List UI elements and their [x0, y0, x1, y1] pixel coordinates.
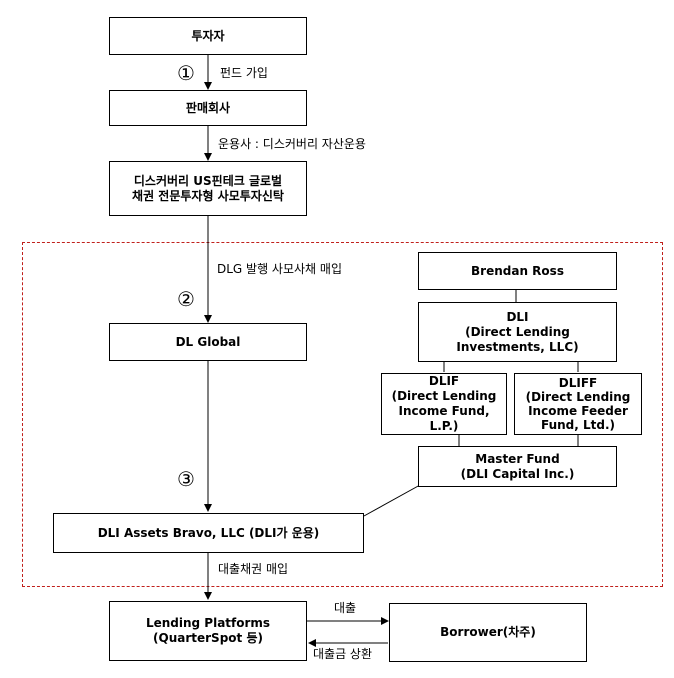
step-two-marker: ②: [177, 287, 195, 311]
dli-label: DLI (Direct Lending Investments, LLC): [456, 309, 579, 354]
assets-bravo-box: DLI Assets Bravo, LLC (DLI가 운용): [53, 513, 364, 553]
dli-box: DLI (Direct Lending Investments, LLC): [418, 302, 617, 362]
lending-platforms-label: Lending Platforms (QuarterSpot 등): [145, 616, 271, 645]
dliff-box: DLIFF (Direct Lending Income Feeder Fund…: [514, 373, 642, 435]
investor-label: 투자자: [191, 28, 225, 43]
lending-platforms-box: Lending Platforms (QuarterSpot 등): [109, 601, 307, 661]
dlg-purchase-label: DLG 발행 사모사채 매입: [217, 262, 342, 276]
manager-label: 운용사 : 디스커버리 자산운용: [218, 137, 366, 151]
step-three-marker: ③: [177, 467, 195, 491]
master-fund-label: Master Fund (DLI Capital Inc.): [460, 451, 575, 481]
master-fund-box: Master Fund (DLI Capital Inc.): [418, 446, 617, 487]
brendan-ross-box: Brendan Ross: [418, 252, 617, 290]
loan-purchase-label: 대출채권 매입: [218, 562, 289, 576]
dliff-label: DLIFF (Direct Lending Income Feeder Fund…: [525, 376, 631, 432]
dli-group-region: [22, 242, 663, 587]
trust-box: 디스커버리 US핀테크 글로벌 채권 전문투자형 사모투자신탁: [109, 161, 307, 216]
step-one-marker: ①: [177, 61, 195, 85]
dl-global-box: DL Global: [109, 323, 307, 361]
dlif-label: DLIF (Direct Lending Income Fund, L.P.): [391, 374, 497, 433]
edge-master-bravo: [363, 484, 421, 517]
seller-box: 판매회사: [109, 90, 307, 126]
dlif-box: DLIF (Direct Lending Income Fund, L.P.): [381, 373, 507, 435]
dl-global-label: DL Global: [175, 334, 241, 349]
trust-label: 디스커버리 US핀테크 글로벌 채권 전문투자형 사모투자신탁: [132, 173, 284, 203]
loan-label: 대출: [334, 601, 357, 615]
borrower-label: Borrower(차주): [440, 625, 536, 639]
repayment-label: 대출금 상환: [313, 647, 373, 661]
seller-label: 판매회사: [185, 100, 231, 115]
investor-box: 투자자: [109, 17, 307, 55]
borrower-box: Borrower(차주): [389, 603, 587, 662]
brendan-ross-label: Brendan Ross: [471, 263, 564, 278]
assets-bravo-label: DLI Assets Bravo, LLC (DLI가 운용): [97, 525, 320, 540]
fund-join-label: 펀드 가입: [220, 66, 268, 80]
